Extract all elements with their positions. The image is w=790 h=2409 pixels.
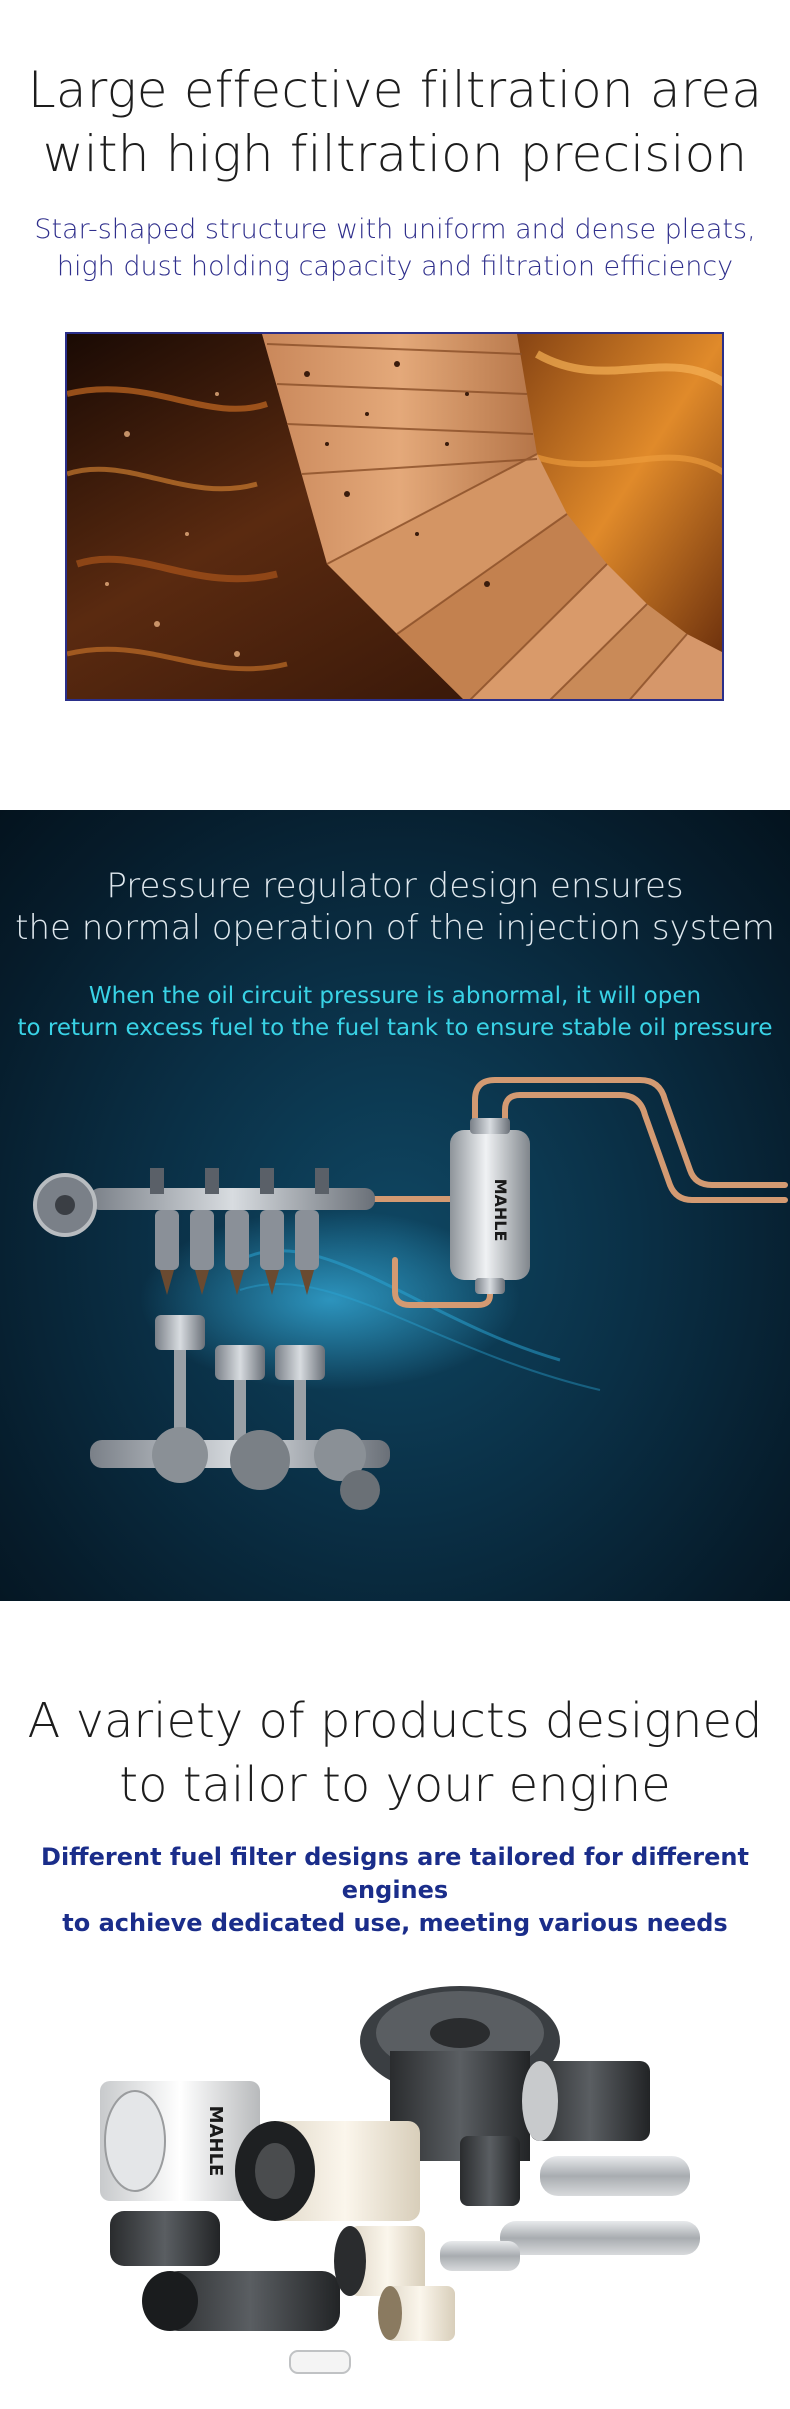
cream-cartridge-filter bbox=[235, 2121, 420, 2221]
pleated-filter-illustration bbox=[67, 334, 722, 699]
fuel-filter-canister: MAHLE bbox=[450, 1118, 530, 1294]
filtration-title: Large effective filtration area with hig… bbox=[0, 58, 790, 186]
filtration-title-line-1: Large effective filtration area bbox=[27, 61, 763, 119]
pressure-subtitle-line-2: to return excess fuel to the fuel tank t… bbox=[17, 1015, 773, 1041]
filtration-subtitle-line-2: high dust holding capacity and filtratio… bbox=[56, 251, 734, 282]
fuel-system-illustration: MAHLE bbox=[33, 1077, 788, 1510]
crankshaft-assembly bbox=[90, 1315, 390, 1510]
pressure-regulator-subtitle: When the oil circuit pressure is abnorma… bbox=[0, 980, 790, 1044]
white-spin-on-filter: MAHLE bbox=[100, 2081, 260, 2201]
small-clear-inline-filter bbox=[289, 2350, 351, 2374]
pressure-regulator-title: Pressure regulator design ensures the no… bbox=[0, 865, 790, 949]
filtration-subtitle: Star-shaped structure with uniform and d… bbox=[0, 211, 790, 285]
filtration-subtitle-line-1: Star-shaped structure with uniform and d… bbox=[34, 214, 756, 245]
grey-spin-on-filter bbox=[522, 2061, 650, 2141]
filter-brand-label: MAHLE bbox=[491, 1179, 510, 1242]
small-dark-filter bbox=[460, 2136, 520, 2206]
product-subtitle-line-2: to achieve dedicated use, meeting variou… bbox=[62, 1909, 728, 1937]
paper-element-cartridges bbox=[334, 2226, 455, 2341]
inline-steel-filters bbox=[440, 2156, 700, 2271]
product-range-subtitle: Different fuel filter designs are tailor… bbox=[0, 1841, 790, 1940]
product-title-line-1: A variety of products designed bbox=[27, 1693, 763, 1749]
fuel-rail bbox=[90, 1168, 375, 1295]
product-brand-label: MAHLE bbox=[205, 2106, 226, 2177]
pressure-subtitle-line-1: When the oil circuit pressure is abnorma… bbox=[88, 983, 702, 1009]
pressure-regulator-section: Pressure regulator design ensures the no… bbox=[0, 810, 790, 1601]
product-subtitle-line-1: Different fuel filter designs are tailor… bbox=[41, 1843, 749, 1904]
filtration-area-section: Large effective filtration area with hig… bbox=[0, 0, 790, 810]
pleated-filter-closeup-image bbox=[65, 332, 724, 701]
product-title-line-2: to tailor to your engine bbox=[119, 1757, 671, 1813]
filtration-title-line-2: with high filtration precision bbox=[42, 125, 748, 183]
fuel-filter-products-image: MAHLE bbox=[100, 1986, 700, 2374]
dark-housing-with-bracket bbox=[110, 2211, 340, 2331]
pressure-title-line-2: the normal operation of the injection sy… bbox=[15, 908, 775, 948]
product-range-section: A variety of products designed to tailor… bbox=[0, 1601, 790, 2409]
pressure-title-line-1: Pressure regulator design ensures bbox=[106, 866, 684, 906]
product-range-title: A variety of products designed to tailor… bbox=[0, 1689, 790, 1817]
